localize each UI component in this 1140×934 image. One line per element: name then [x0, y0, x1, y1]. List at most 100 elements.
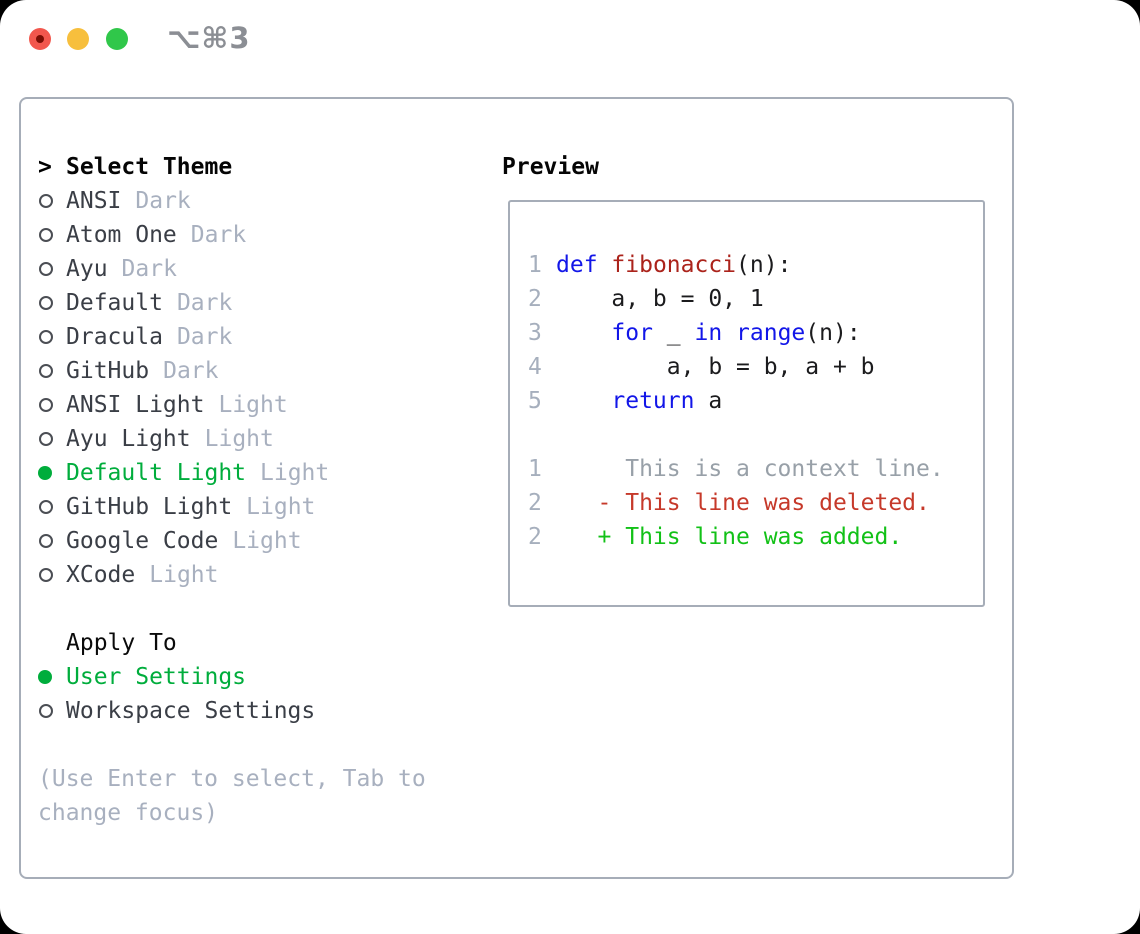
- theme-name-label: Default: [66, 290, 163, 316]
- radio-circle: [39, 330, 53, 344]
- code-segment-fn: fibonacci: [611, 252, 737, 278]
- select-theme-header: > Select Theme: [38, 150, 468, 184]
- radio-circle: [39, 296, 53, 310]
- preview-header: Preview: [502, 150, 985, 184]
- theme-variant-label: Light: [149, 562, 219, 588]
- theme-name-label: XCode: [66, 562, 136, 588]
- radio-selected-icon: [38, 660, 66, 694]
- code-segment-kw: for: [611, 320, 653, 346]
- theme-name-label: Ayu Light: [66, 426, 191, 452]
- line-number: 3: [528, 320, 542, 346]
- theme-option-google-code-light[interactable]: Google Code Light: [38, 524, 468, 558]
- code-line-2: 2 a, b = 0, 1: [528, 282, 983, 316]
- code-segment-pl: [556, 388, 611, 414]
- code-segment-pl: (n):: [736, 252, 792, 278]
- theme-name-label: Default Light: [66, 460, 247, 486]
- code-segment-pl: [556, 320, 611, 346]
- zoom-button[interactable]: [106, 28, 128, 50]
- radio-icon: [38, 286, 66, 320]
- code-segment-pl: a, b = b, a + b: [556, 354, 875, 380]
- theme-option-default-light-light[interactable]: Default Light Light: [38, 456, 468, 490]
- code-segment-pl: (n):: [805, 320, 861, 346]
- radio-circle: [39, 534, 53, 548]
- apply-to-header: Apply To: [38, 626, 468, 660]
- radio-circle: [39, 704, 53, 718]
- theme-variant-label: Dark: [163, 358, 219, 384]
- line-number: 2: [528, 286, 542, 312]
- radio-icon: [38, 490, 66, 524]
- radio-icon: [38, 184, 66, 218]
- theme-variant-label: Dark: [135, 188, 191, 214]
- line-number: 2: [528, 524, 542, 550]
- theme-variant-label: Light: [246, 494, 316, 520]
- apply-option-label: User Settings: [66, 664, 247, 690]
- radio-circle: [39, 262, 53, 276]
- hint-text: (Use Enter to select, Tab to change focu…: [38, 766, 426, 826]
- select-theme-title: Select Theme: [66, 154, 233, 180]
- theme-variant-label: Light: [260, 460, 330, 486]
- code-segment-kw: return: [611, 388, 695, 414]
- radio-icon: [38, 524, 66, 558]
- radio-circle: [38, 670, 52, 684]
- theme-name-label: ANSI: [66, 188, 122, 214]
- radio-circle: [39, 228, 53, 242]
- radio-circle: [38, 466, 52, 480]
- theme-variant-label: Dark: [190, 222, 247, 248]
- code-segment-pl: a: [694, 388, 723, 414]
- radio-circle: [39, 364, 53, 378]
- theme-name-label: Dracula: [66, 324, 163, 350]
- window-shortcut-label: ⌥⌘3: [167, 21, 251, 55]
- code-line-5: 5 return a: [528, 384, 983, 418]
- theme-option-ayu-light-light[interactable]: Ayu Light Light: [38, 422, 468, 456]
- apply-to-marker-space: [38, 626, 66, 660]
- code-segment-pl: _: [652, 320, 695, 346]
- code-segment-pl: [722, 320, 736, 346]
- apply-option-user-settings[interactable]: User Settings: [38, 660, 468, 694]
- theme-name-label: Ayu: [66, 256, 108, 282]
- spacer: [38, 728, 468, 762]
- theme-variant-label: Dark: [176, 324, 233, 350]
- diff-preview: 1 This is a context line.2 - This line w…: [528, 452, 983, 554]
- line-number: 1: [528, 252, 542, 278]
- diff-text-added: + This line was added.: [556, 524, 903, 550]
- theme-option-ansi-dark[interactable]: ANSI Dark: [38, 184, 468, 218]
- minimize-button[interactable]: [67, 28, 89, 50]
- line-number: 2: [528, 490, 542, 516]
- theme-variant-label: Light: [204, 426, 274, 452]
- theme-name-label: Google Code: [66, 528, 219, 554]
- apply-option-workspace-settings[interactable]: Workspace Settings: [38, 694, 468, 728]
- theme-variant-label: Light: [232, 528, 302, 554]
- radio-icon: [38, 422, 66, 456]
- radio-icon: [38, 694, 66, 728]
- code-segment-kw: range: [736, 320, 806, 346]
- radio-circle: [39, 398, 53, 412]
- spacer: [38, 592, 468, 626]
- code-line-3: 3 for _ in range(n):: [528, 316, 983, 350]
- code-segment-pl: [598, 252, 612, 278]
- radio-icon: [38, 320, 66, 354]
- line-number: 5: [528, 388, 542, 414]
- code-segment-kw: def: [556, 252, 598, 278]
- radio-selected-icon: [38, 456, 66, 490]
- line-number: 1: [528, 456, 542, 482]
- theme-option-xcode-light[interactable]: XCode Light: [38, 558, 468, 592]
- close-button[interactable]: [29, 28, 51, 50]
- theme-name-label: ANSI Light: [66, 392, 205, 418]
- radio-icon: [38, 354, 66, 388]
- apply-option-label: Workspace Settings: [66, 698, 316, 724]
- radio-icon: [38, 252, 66, 286]
- theme-option-dracula-dark[interactable]: Dracula Dark: [38, 320, 468, 354]
